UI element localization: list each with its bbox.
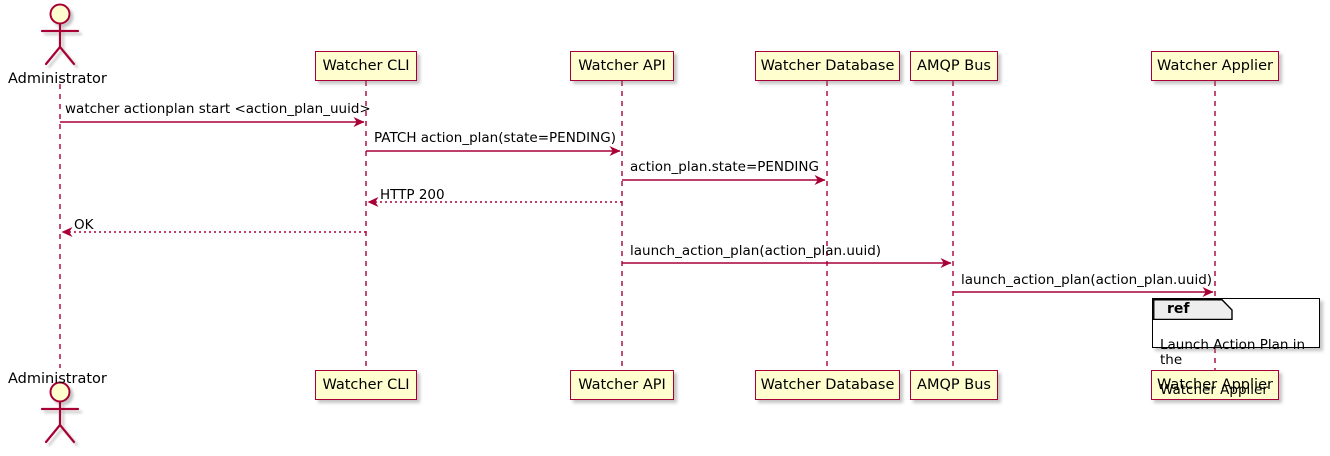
message-label-patch-action-plan: PATCH action_plan(state=PENDING) (374, 130, 616, 146)
participant-box-watcher-api-bottom[interactable]: Watcher API (570, 370, 674, 400)
message-label-watcher-actionplan-start: watcher actionplan start <action_plan_uu… (65, 101, 371, 117)
message-label-http-200: HTTP 200 (380, 187, 445, 203)
participant-label: Watcher CLI (322, 57, 410, 74)
ref-fragment-launch-action-plan[interactable]: ref Launch Action Plan in the Watcher Ap… (1152, 298, 1320, 398)
message-arrows (60, 117, 1214, 297)
participant-box-watcher-applier-bottom[interactable]: Watcher Applier (1151, 370, 1279, 400)
participant-box-watcher-cli-bottom[interactable]: Watcher CLI (315, 370, 417, 400)
actor-administrator-bottom (40, 381, 80, 444)
lifelines (59, 81, 1216, 370)
participant-label: Watcher API (578, 57, 666, 74)
participant-box-watcher-database-top[interactable]: Watcher Database (755, 51, 900, 81)
participant-label: AMQP Bus (917, 57, 991, 74)
participant-label: Watcher API (578, 376, 666, 393)
actor-label-administrator-bottom: Administrator (8, 371, 107, 387)
participant-box-watcher-api-top[interactable]: Watcher API (570, 51, 674, 81)
participant-label: Watcher Database (760, 57, 895, 74)
participant-box-amqp-bus-bottom[interactable]: AMQP Bus (910, 370, 998, 400)
message-label-launch-action-plan-api-to-bus: launch_action_plan(action_plan.uuid) (630, 243, 882, 259)
ref-body-line-2: Watcher Applier (1160, 382, 1268, 398)
actor-label-administrator-top: Administrator (8, 71, 107, 87)
ref-body-line-1: Launch Action Plan in the (1160, 337, 1306, 368)
message-label-action-plan-state-pending: action_plan.state=PENDING (630, 159, 819, 175)
participant-box-watcher-database-bottom[interactable]: Watcher Database (755, 370, 900, 400)
participant-label: AMQP Bus (917, 376, 991, 393)
participant-box-watcher-cli-top[interactable]: Watcher CLI (315, 51, 417, 81)
message-label-launch-action-plan-bus-to-applier: launch_action_plan(action_plan.uuid) (961, 272, 1213, 288)
participant-label: Watcher Applier (1157, 57, 1273, 74)
participant-box-watcher-applier-top[interactable]: Watcher Applier (1151, 51, 1279, 81)
message-label-ok: OK (74, 217, 94, 233)
ref-tab-label: ref (1167, 301, 1190, 317)
participant-label: Watcher Database (760, 376, 895, 393)
participant-label: Watcher Applier (1157, 376, 1273, 393)
actor-administrator-top (40, 3, 80, 66)
participant-label: Watcher CLI (322, 376, 410, 393)
ref-tab-shape (1153, 299, 1233, 320)
participant-box-amqp-bus-top[interactable]: AMQP Bus (910, 51, 998, 81)
